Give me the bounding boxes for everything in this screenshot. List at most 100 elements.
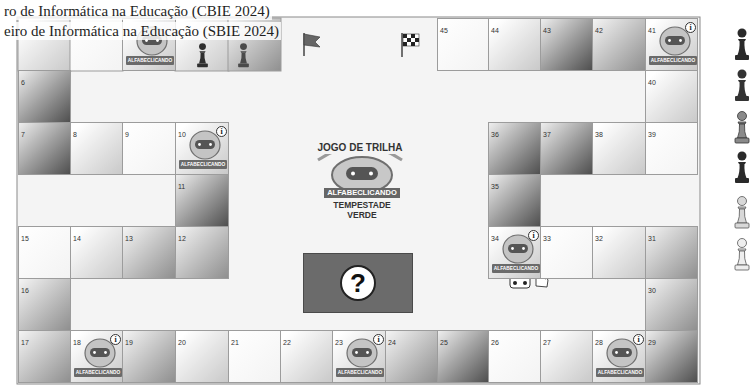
board-cell: 15 bbox=[18, 226, 71, 279]
logo-banner-band bbox=[596, 368, 644, 377]
cell-number: 41 bbox=[646, 26, 656, 35]
cell-number: 31 bbox=[646, 234, 656, 243]
flag-check bbox=[403, 42, 407, 46]
logo-subtitle: TEMPESTADE VERDE bbox=[328, 200, 396, 220]
cell-number: 23 bbox=[333, 338, 343, 347]
player-pawn bbox=[735, 70, 749, 102]
board-cell: 39 bbox=[645, 122, 698, 175]
header-text: ro de Informática na Educação (CBIE 2024… bbox=[2, 2, 272, 20]
logo-banner-band bbox=[74, 368, 122, 377]
bonus-cell: 10ALFABECLICANDOi bbox=[175, 122, 229, 175]
controller-button bbox=[351, 172, 355, 176]
controller-button bbox=[366, 351, 369, 354]
board-ground bbox=[17, 17, 700, 384]
cell-number: 10 bbox=[176, 130, 186, 139]
bonus-cell: 28ALFABECLICANDOi bbox=[592, 330, 646, 383]
board-cell: 37 bbox=[540, 122, 593, 175]
cell-number: 35 bbox=[489, 182, 499, 191]
board-cell: 44 bbox=[488, 18, 541, 71]
cell-number: 42 bbox=[593, 26, 603, 35]
cell-number: 13 bbox=[123, 234, 133, 243]
info-badge: i bbox=[216, 126, 227, 137]
board-cell: 6 bbox=[18, 70, 71, 123]
cell-number: 16 bbox=[19, 286, 29, 295]
logo-banner: ALFABECLICANDO bbox=[324, 188, 400, 198]
cell-number: 45 bbox=[438, 26, 448, 35]
header-text: eiro de Informática na Educação (SBIE 20… bbox=[2, 22, 281, 40]
dice-pip bbox=[513, 281, 517, 285]
logo-badge bbox=[607, 339, 637, 367]
cell-number: 28 bbox=[593, 338, 603, 347]
board-cell: 25 bbox=[437, 330, 489, 383]
cell-number: 21 bbox=[229, 338, 239, 347]
logo-banner: ALFABECLICANDO bbox=[596, 368, 644, 377]
logo-banner-band bbox=[179, 160, 227, 169]
controller-icon bbox=[195, 140, 215, 149]
controller-button bbox=[615, 351, 618, 354]
board-cell: 30 bbox=[645, 278, 698, 331]
controller-button bbox=[209, 143, 212, 146]
board-cell: 22 bbox=[280, 330, 333, 383]
player-pawn bbox=[735, 239, 749, 271]
cell-number: 12 bbox=[176, 234, 186, 243]
board-cell: 40 bbox=[645, 70, 698, 123]
logo-banner: ALFABECLICANDO bbox=[649, 56, 697, 65]
board-cell: 45 bbox=[437, 18, 489, 71]
controller-button bbox=[511, 247, 514, 250]
board-cell: 12 bbox=[175, 226, 229, 279]
question-mark: ? bbox=[340, 265, 376, 301]
cell-number: 19 bbox=[123, 338, 133, 347]
board-cell: 13 bbox=[122, 226, 176, 279]
board-cell: 29 bbox=[645, 330, 698, 383]
cell-number: 29 bbox=[646, 338, 656, 347]
controller-button bbox=[198, 143, 201, 146]
board-cell: 31 bbox=[645, 226, 698, 279]
board-cell: 36 bbox=[488, 122, 541, 175]
board-cell: 21 bbox=[228, 330, 281, 383]
logo-banner: ALFABECLICANDO bbox=[492, 264, 540, 273]
player-pawn bbox=[735, 112, 749, 144]
controller-icon bbox=[90, 348, 110, 357]
cell-number: 25 bbox=[438, 338, 448, 347]
cell-number: 18 bbox=[71, 338, 81, 347]
info-icon-letter: i bbox=[686, 23, 695, 32]
board-cell: 42 bbox=[592, 18, 646, 71]
controller-button bbox=[626, 351, 629, 354]
board-cell: 19 bbox=[122, 330, 176, 383]
game-title: JOGO DE TRILHA bbox=[310, 142, 410, 154]
board-cell: 8 bbox=[70, 122, 123, 175]
bonus-cell: 41ALFABECLICANDO i bbox=[645, 18, 698, 71]
board-cell: 33 bbox=[540, 226, 593, 279]
logo-badge bbox=[190, 131, 220, 159]
board-cell: 16 bbox=[18, 278, 71, 331]
info-badge: i bbox=[685, 22, 696, 33]
board-cell: 9 bbox=[122, 122, 176, 175]
info-badge: i bbox=[110, 334, 121, 345]
controller-icon bbox=[346, 167, 378, 180]
controller-icon bbox=[508, 244, 528, 253]
player-pawn bbox=[735, 152, 749, 184]
flag-check bbox=[407, 38, 411, 42]
controller-button bbox=[93, 351, 96, 354]
cell-number: 24 bbox=[386, 338, 396, 347]
board-cell: 32 bbox=[592, 226, 646, 279]
cell-number: 27 bbox=[541, 338, 551, 347]
cell-number: 44 bbox=[489, 26, 499, 35]
player-pawn bbox=[238, 43, 249, 67]
board-cell: 35 bbox=[488, 174, 541, 227]
info-icon-letter: i bbox=[111, 335, 120, 344]
board-cell: 11 bbox=[175, 174, 229, 227]
bonus-cell: 34ALFABECLICANDOi bbox=[488, 226, 541, 279]
logo-banner: ALFABECLICANDO bbox=[336, 368, 384, 377]
logo-banner-band bbox=[126, 56, 174, 65]
info-icon-letter: i bbox=[374, 335, 383, 344]
controller-button bbox=[369, 172, 373, 176]
finish-flag bbox=[403, 34, 419, 46]
logo-badge bbox=[347, 339, 377, 367]
flag-check bbox=[403, 34, 407, 38]
cell-number: 17 bbox=[19, 338, 29, 347]
cell-number: 26 bbox=[489, 338, 499, 347]
board-cell: 17 bbox=[18, 330, 71, 383]
cell-number: 20 bbox=[176, 338, 186, 347]
